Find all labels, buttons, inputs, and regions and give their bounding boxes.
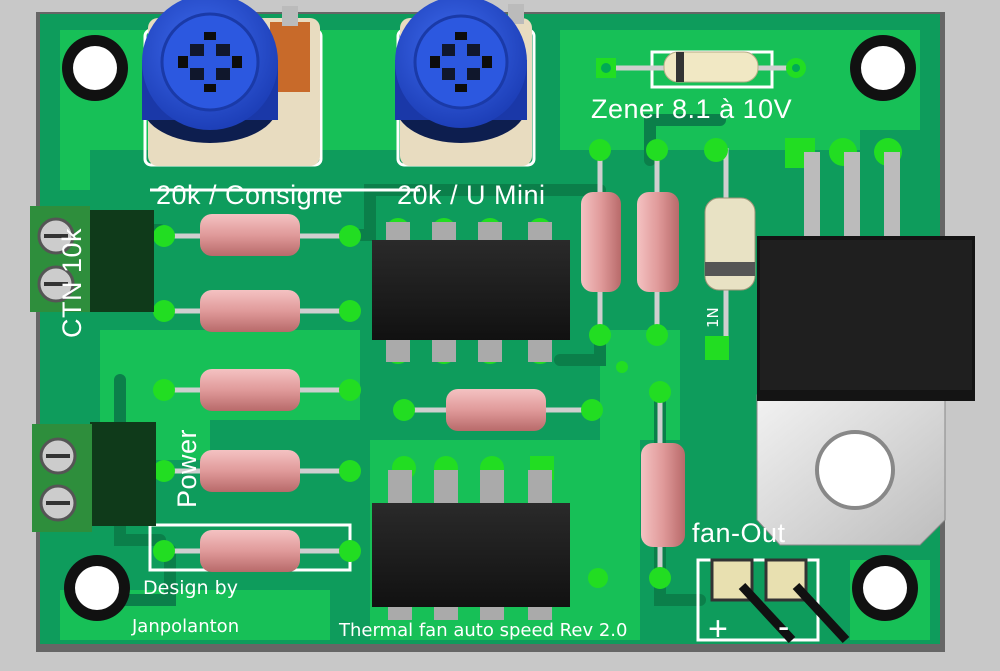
voltage-regulator xyxy=(756,138,975,546)
label-zener: Zener 8.1 à 10V xyxy=(591,94,793,124)
label-plus: + xyxy=(708,610,729,648)
resistor-row-1 xyxy=(153,214,361,256)
label-author: Janpolanton xyxy=(132,616,240,637)
label-title: Thermal fan auto speed Rev 2.0 xyxy=(339,620,628,641)
resistor-row-3 xyxy=(153,369,361,411)
label-minus: - xyxy=(778,608,790,646)
label-consigne: 20k / Consigne xyxy=(156,180,344,210)
label-u-mini: 20k / U Mini xyxy=(397,180,546,210)
label-design-by: Design by xyxy=(143,577,238,599)
label-ctn: CTN 10k xyxy=(57,227,87,338)
resistor-vertical-3 xyxy=(641,381,685,589)
resistor-center xyxy=(393,389,603,431)
resistor-vertical-2 xyxy=(637,139,679,346)
zener-diode xyxy=(596,51,806,83)
label-fan-out: fan-Out xyxy=(692,518,786,548)
misc-pads xyxy=(588,361,628,588)
trimmer-consigne xyxy=(142,0,320,166)
rectifier-diode xyxy=(704,138,756,360)
mounting-holes xyxy=(62,35,918,621)
fan-out-header xyxy=(710,558,850,644)
label-diode: 1N xyxy=(704,307,722,328)
resistor-row-4 xyxy=(153,450,361,492)
resistor-row-2 xyxy=(153,290,361,332)
resistor-vertical-1 xyxy=(581,139,621,346)
ic-lower xyxy=(372,456,570,620)
screw-terminal-power xyxy=(32,422,156,532)
screw-terminal-ctn xyxy=(30,206,154,312)
trimmer-u-mini xyxy=(395,0,532,166)
resistor-row-5 xyxy=(153,530,361,572)
ic-upper xyxy=(372,218,570,364)
label-power: Power xyxy=(172,428,202,508)
